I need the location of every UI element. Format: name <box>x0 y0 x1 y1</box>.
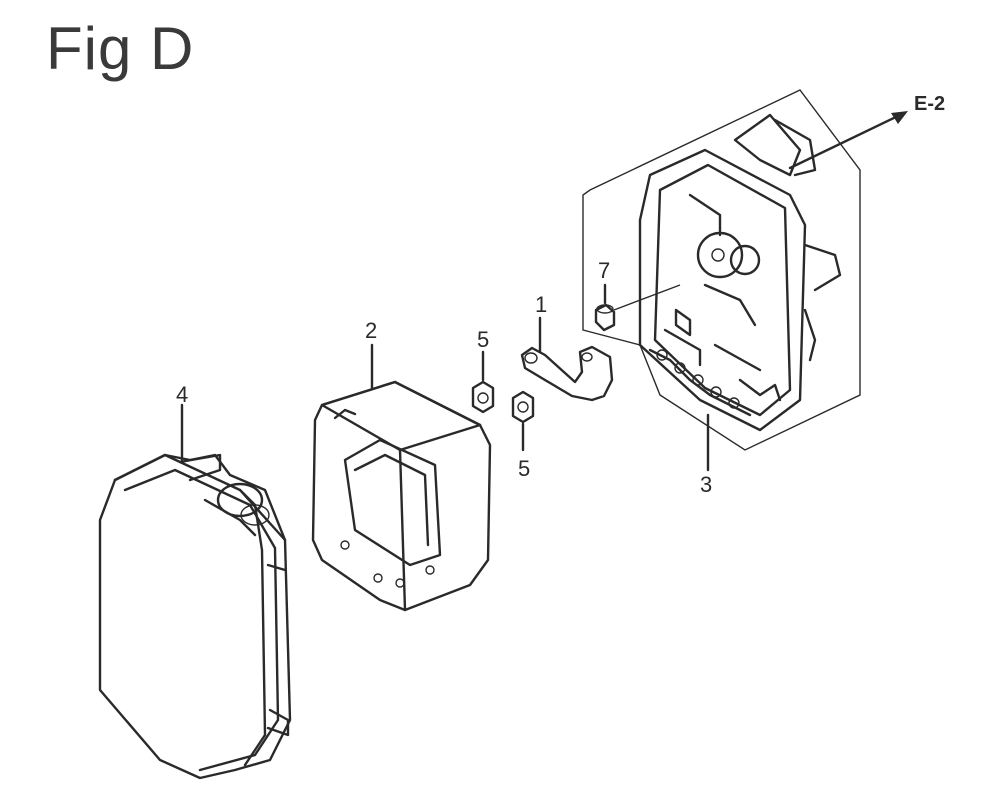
callout-4: 4 <box>176 382 188 407</box>
callout-1: 1 <box>535 292 547 317</box>
part-2-filter-element <box>311 380 492 612</box>
part-3-air-cleaner-case <box>582 89 861 451</box>
callout-5-lower: 5 <box>518 456 530 481</box>
part-7-collar <box>594 303 616 332</box>
part-5-nut-upper <box>471 380 495 414</box>
assembly-line-7 <box>613 284 681 311</box>
reference-label-e2: E-2 <box>914 93 945 115</box>
part-1-bracket <box>520 345 614 402</box>
figure-title: Fig D <box>46 15 195 82</box>
reference-arrow <box>788 111 908 170</box>
part-4-cover <box>98 453 292 780</box>
part-5-nut-lower <box>511 390 535 424</box>
callout-7: 7 <box>598 258 610 283</box>
callout-5-upper: 5 <box>477 327 489 352</box>
callout-3: 3 <box>700 472 712 497</box>
callout-2: 2 <box>365 318 377 343</box>
